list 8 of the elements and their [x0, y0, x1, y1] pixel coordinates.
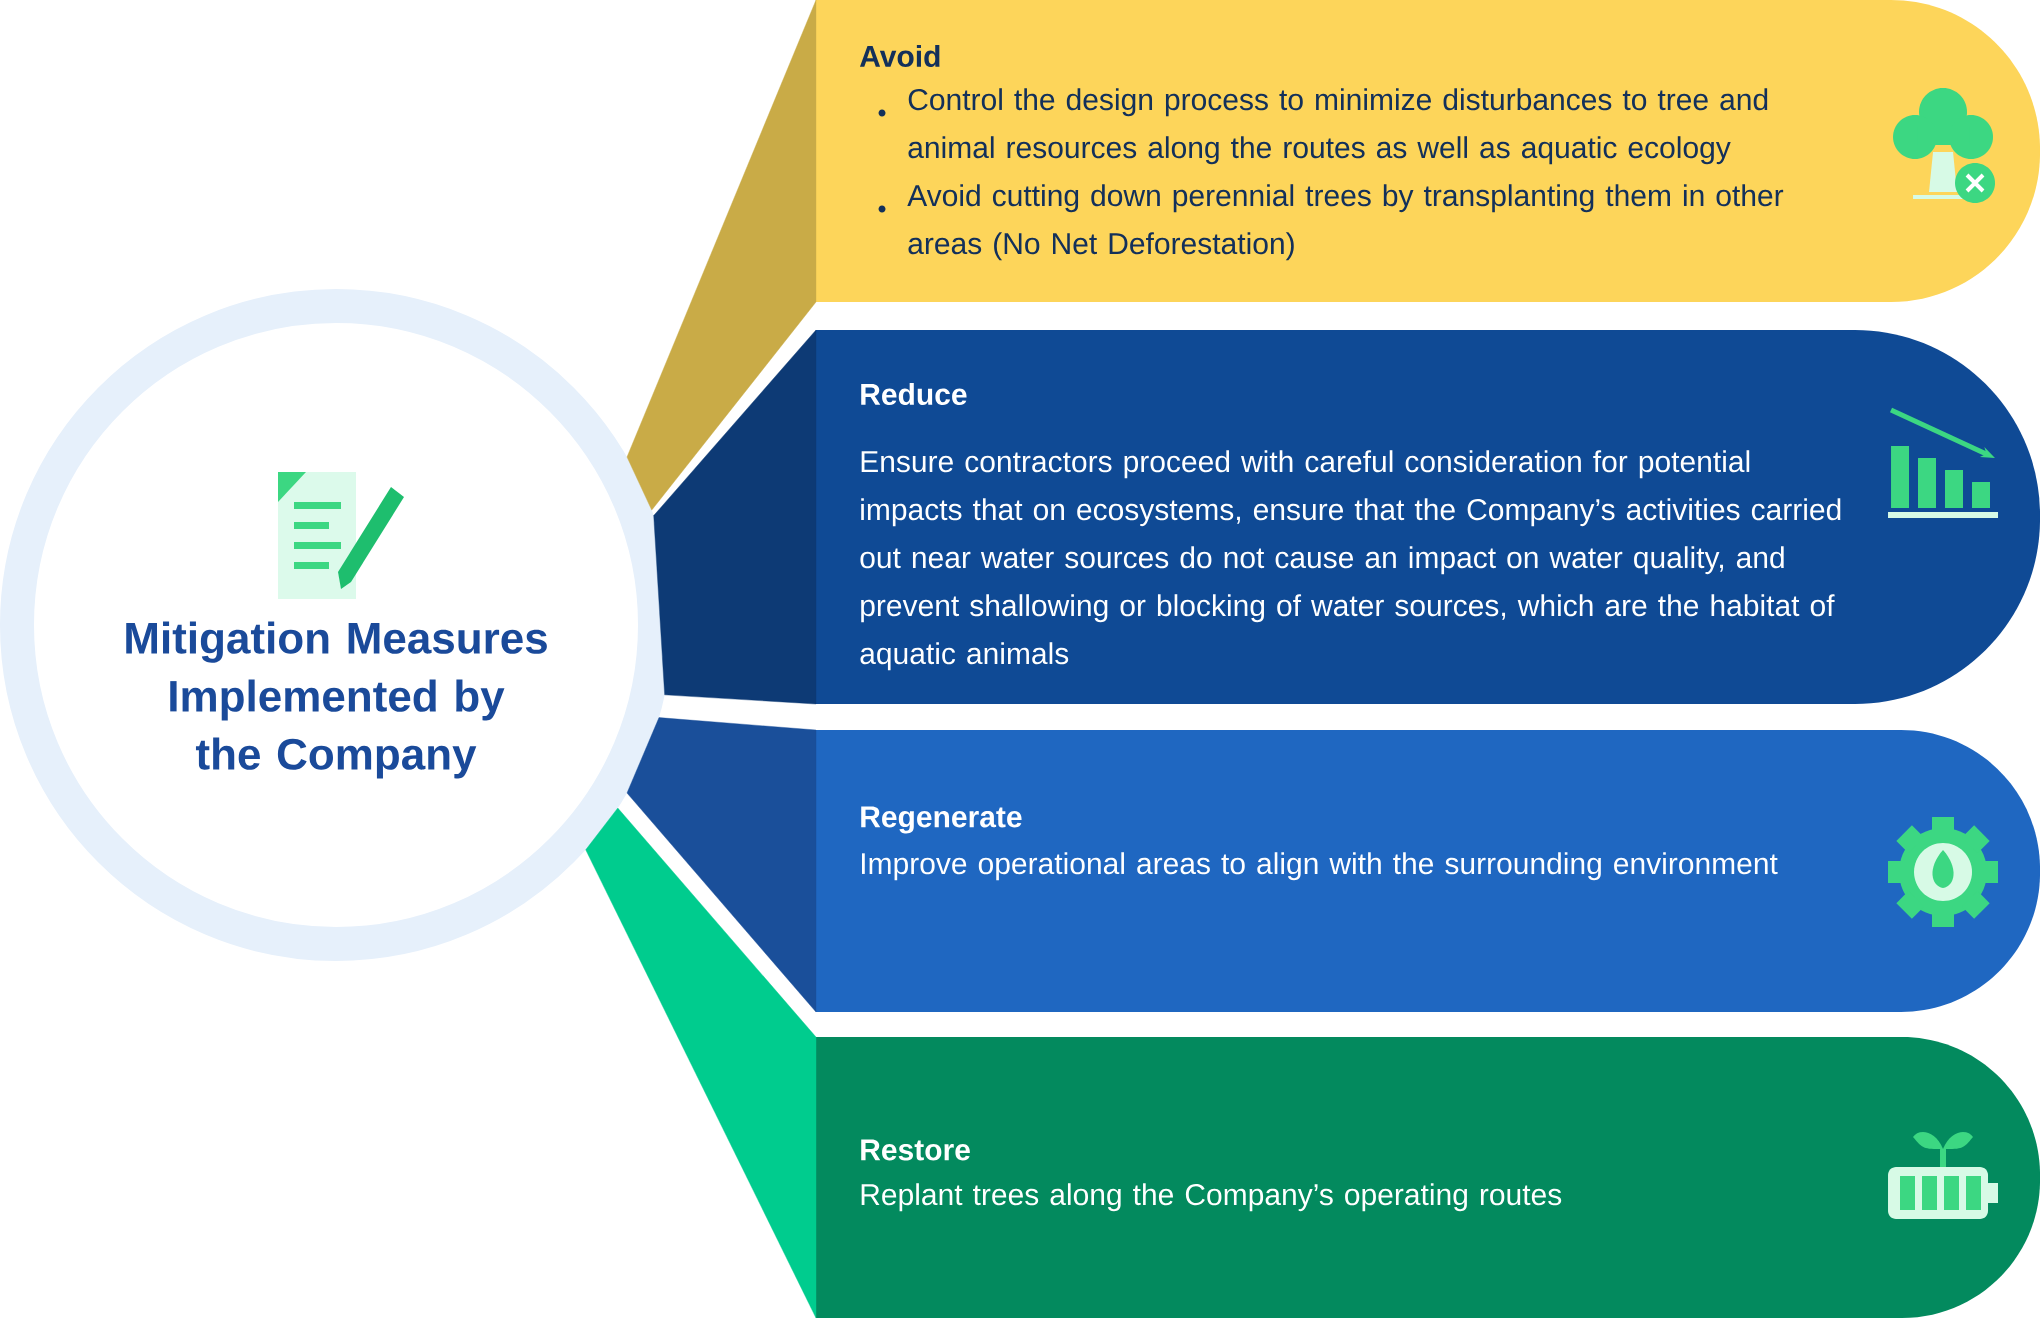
- connector-wedge: [585, 807, 817, 1319]
- measure-band: Restore Replant trees along the Company’s operating routes: [816, 1037, 2040, 1318]
- connector-wedge: [653, 329, 817, 705]
- measure-band: Regenerate Improve operational areas to align with the surrounding environment: [816, 730, 2040, 1012]
- measure-band: Avoid Control the design process to minimize disturbances to tree and animal resources along the routes as well as aquatic ecology Avoid cutting down perennial trees by transplanting them in other areas (No Net Deforestation): [816, 0, 2040, 302]
- connector-wedge: [626, 717, 817, 1013]
- measure-band: Reduce Ensure contractors proceed with careful consideration for potential impacts that on ecosystems, ensure that the Company’s activities carried out near water sources do not cause an impact on water quality, and prevent shallowing or blocking of water sources, which are the habitat of aquatic animals: [816, 330, 2040, 704]
- connector-wedge: [626, 0, 817, 511]
